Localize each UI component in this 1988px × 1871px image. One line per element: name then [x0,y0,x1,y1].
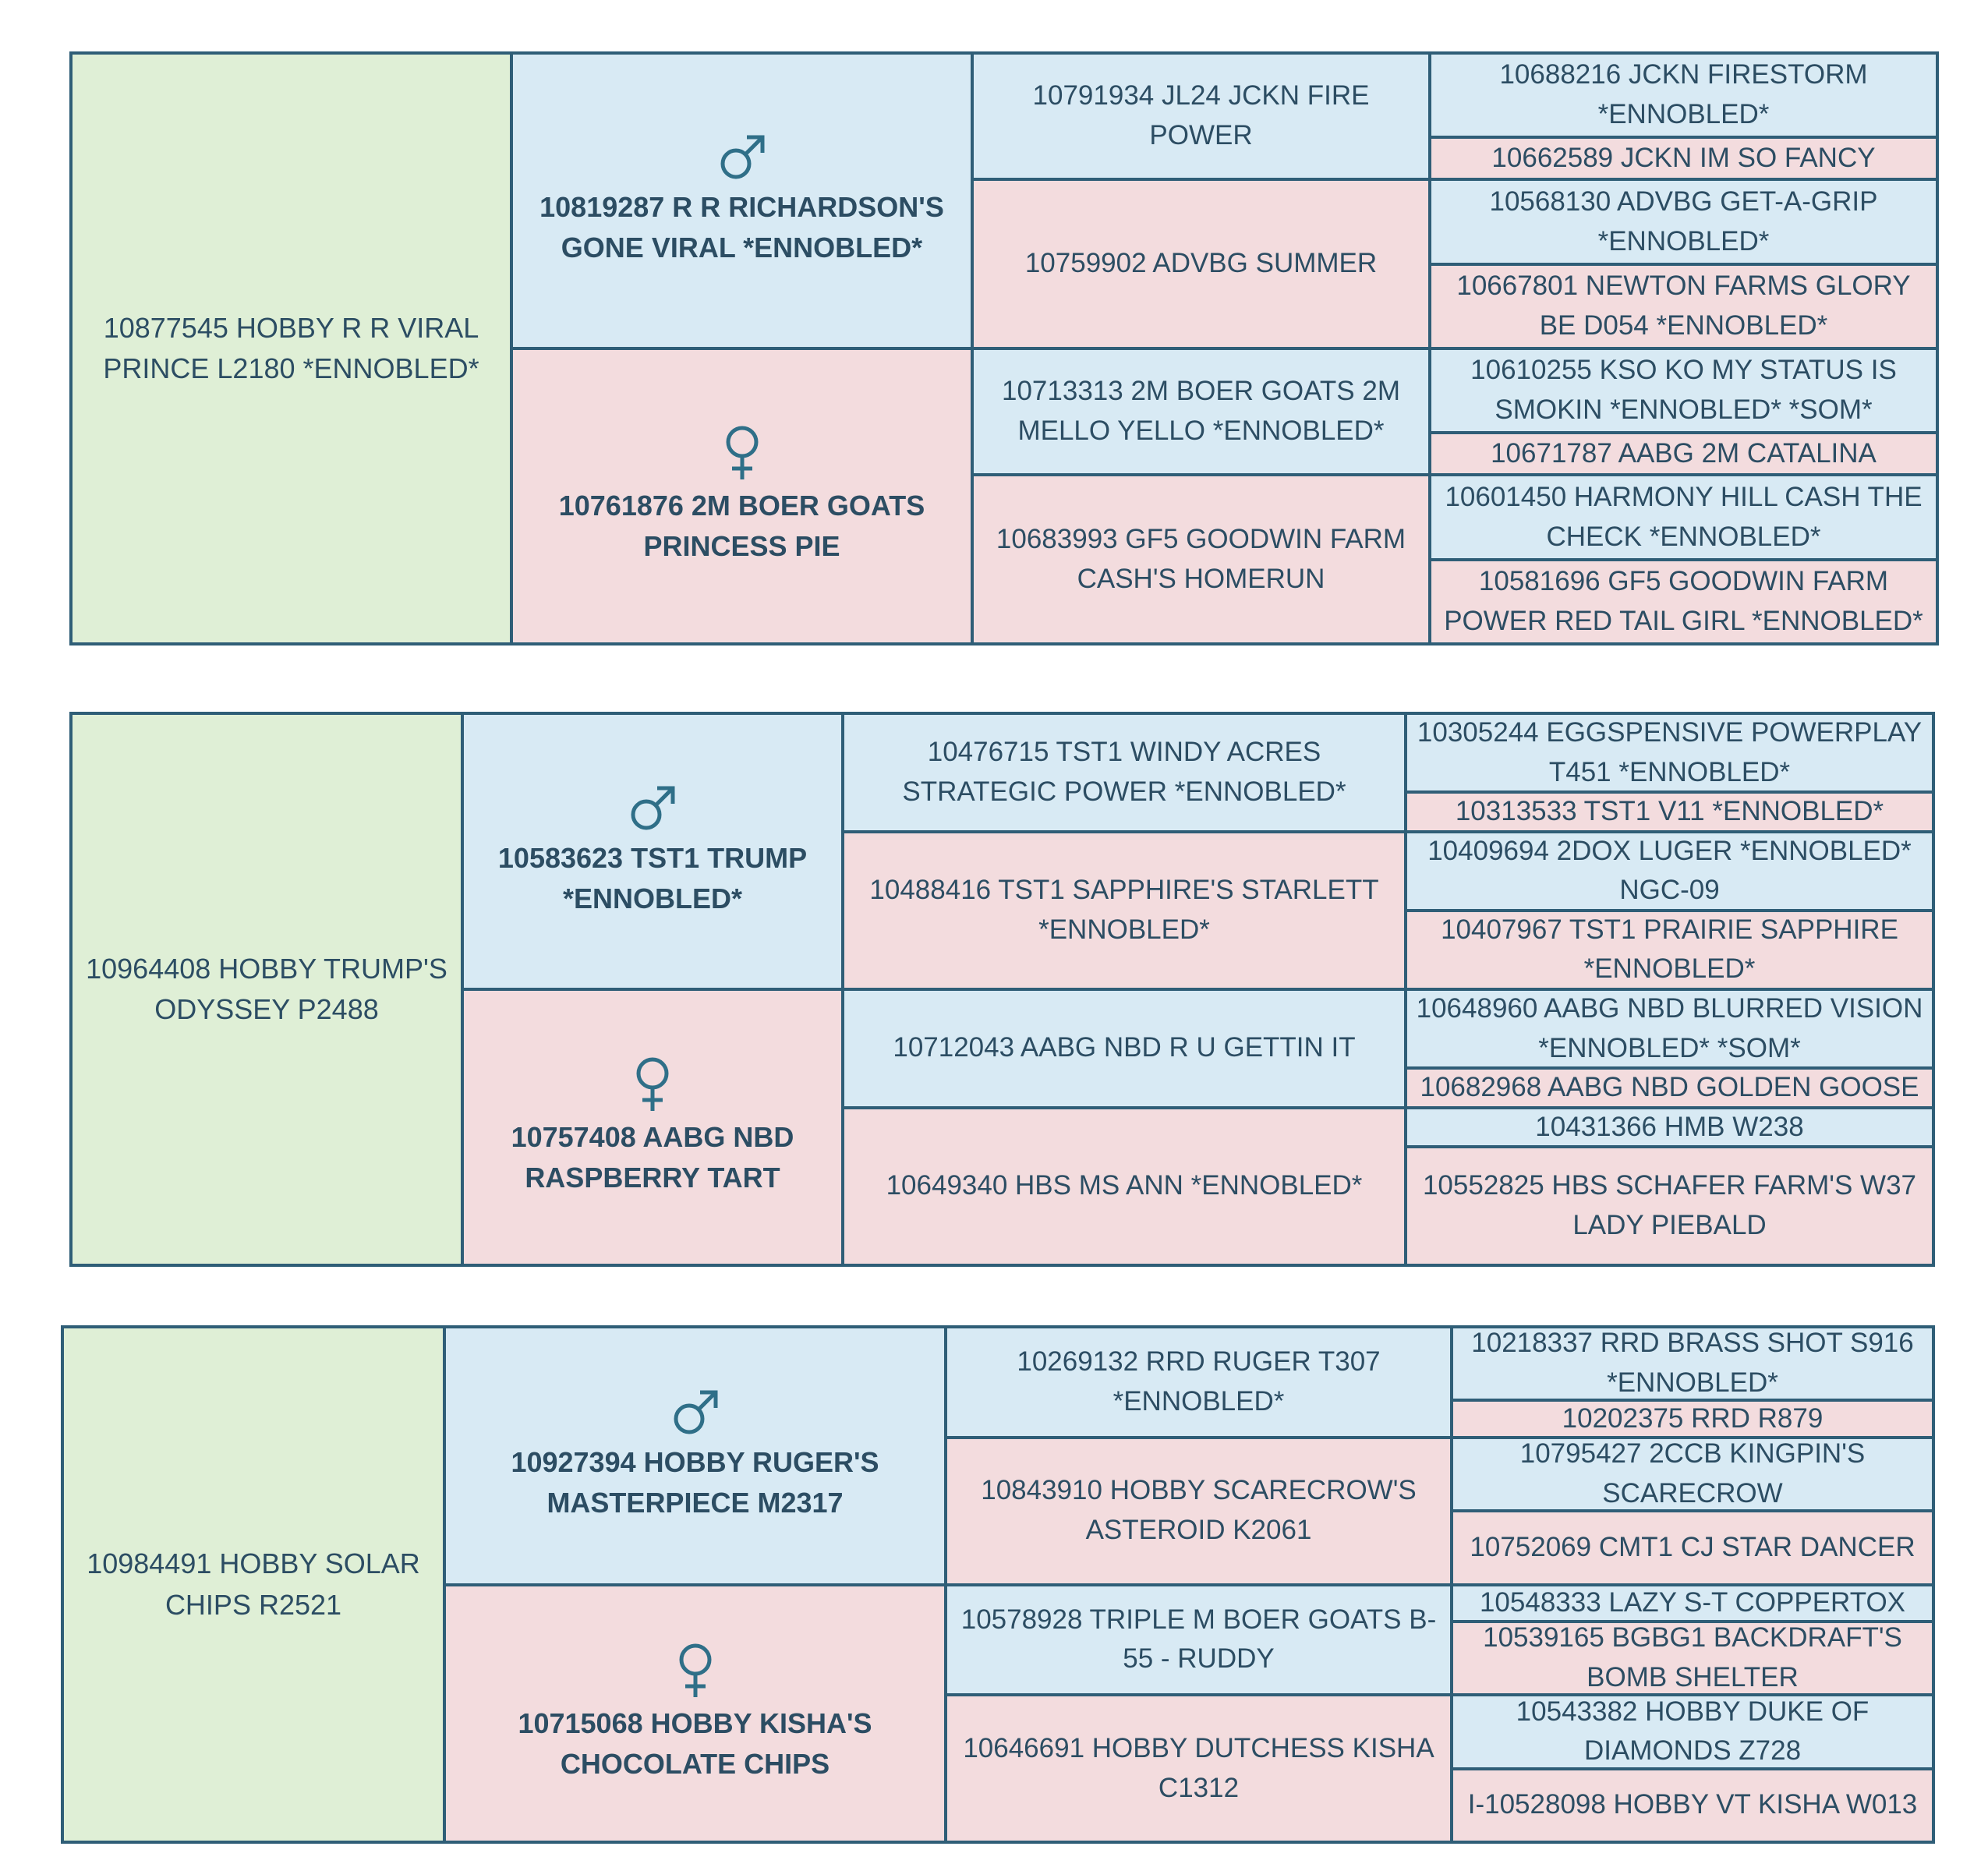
gen3-ancestor: I-10528098 HOBBY VT KISHA W013 [1453,1770,1932,1841]
gen3-ancestor: 10682968 AABG NBD GOLDEN GOOSE [1407,1070,1932,1106]
sire-sire: 10269132 RRD RUGER T307 *ENNOBLED* [947,1328,1450,1436]
gen3-ancestor: 10688216 JCKN FIRESTORM *ENNOBLED* [1431,55,1936,136]
dam-dam: 10646691 HOBBY DUTCHESS KISHA C1312 [947,1696,1450,1841]
sire-name: 10819287 R R RICHARDSON'S GONE VIRAL *EN… [539,191,944,264]
dam-sire: 10712043 AABG NBD R U GETTIN IT [844,991,1404,1106]
gen3-ancestor: 10407967 TST1 PRAIRIE SAPPHIRE *ENNOBLED… [1407,911,1932,988]
dam-dam: 10683993 GF5 GOODWIN FARM CASH'S HOMERUN [974,476,1428,642]
gen3-ancestor: 10552825 HBS SCHAFER FARM'S W37 LADY PIE… [1407,1148,1932,1264]
gen3-ancestor: 10601450 HARMONY HILL CASH THE CHECK *EN… [1431,476,1936,558]
dam-cell: 10715068 HOBBY KISHA'S CHOCOLATE CHIPS [446,1586,944,1841]
female-symbol-icon [676,1643,715,1699]
gen3-ancestor: 10568130 ADVBG GET-A-GRIP *ENNOBLED* [1431,181,1936,263]
gen3-ancestor: 10305244 EGGSPENSIVE POWERPLAY T451 *ENN… [1407,715,1932,791]
male-symbol-icon [670,1388,720,1438]
pedigree-table-1: 10877545 HOBBY R R VIRAL PRINCE L2180 *E… [69,51,1939,645]
sire-name: 10583623 TST1 TRUMP *ENNOBLED* [497,841,808,914]
gen3-ancestor: 10543382 HOBBY DUKE OF DIAMONDS Z728 [1453,1696,1932,1767]
sire-dam: 10843910 HOBBY SCARECROW'S ASTEROID K206… [947,1438,1450,1583]
sire-dam: 10488416 TST1 SAPPHIRE'S STARLETT *ENNOB… [844,833,1404,988]
dam-name: 10715068 HOBBY KISHA'S CHOCOLATE CHIPS [518,1707,872,1780]
gen3-ancestor: 10648960 AABG NBD BLURRED VISION *ENNOBL… [1407,991,1932,1067]
sire-cell: 10819287 R R RICHARDSON'S GONE VIRAL *EN… [513,55,971,347]
pedigree-table-2: 10964408 HOBBY TRUMP'S ODYSSEY P2488 105… [69,712,1935,1267]
sire-sire: 10791934 JL24 JCKN FIRE POWER [974,55,1428,179]
subject-animal: 10877545 HOBBY R R VIRAL PRINCE L2180 *E… [73,55,510,642]
dam-name: 10757408 AABG NBD RASPBERRY TART [511,1120,794,1194]
sire-name: 10927394 HOBBY RUGER'S MASTERPIECE M2317 [511,1446,879,1519]
gen3-ancestor: 10667801 NEWTON FARMS GLORY BE D054 *ENN… [1431,265,1936,347]
dam-cell: 10757408 AABG NBD RASPBERRY TART [464,991,841,1264]
male-symbol-icon [717,133,767,182]
gen3-ancestor: 10218337 RRD BRASS SHOT S916 *ENNOBLED* [1453,1328,1932,1399]
gen3-ancestor: 10662589 JCKN IM SO FANCY [1431,139,1936,179]
dam-dam: 10649340 HBS MS ANN *ENNOBLED* [844,1109,1404,1264]
gen3-ancestor: 10313533 TST1 V11 *ENNOBLED* [1407,794,1932,830]
pedigree-table-3: 10984491 HOBBY SOLAR CHIPS R2521 1092739… [61,1325,1935,1844]
gen3-ancestor: 10431366 HMB W238 [1407,1109,1932,1146]
gen3-ancestor: 10671787 AABG 2M CATALINA [1431,434,1936,474]
sire-sire: 10476715 TST1 WINDY ACRES STRATEGIC POWE… [844,715,1404,830]
sire-dam: 10759902 ADVBG SUMMER [974,181,1428,347]
dam-name: 10761876 2M BOER GOATS PRINCESS PIE [558,490,925,563]
gen3-ancestor: 10548333 LAZY S-T COPPERTOX [1453,1586,1932,1620]
gen3-ancestor: 10409694 2DOX LUGER *ENNOBLED* NGC-09 [1407,833,1932,909]
gen3-ancestor: 10610255 KSO KO MY STATUS IS SMOKIN *ENN… [1431,349,1936,432]
subject-animal: 10984491 HOBBY SOLAR CHIPS R2521 [64,1328,443,1841]
male-symbol-icon [628,783,677,833]
gen3-ancestor: 10202375 RRD R879 [1453,1402,1932,1436]
dam-cell: 10761876 2M BOER GOATS PRINCESS PIE [513,349,971,642]
dam-sire: 10578928 TRIPLE M BOER GOATS B-55 - RUDD… [947,1586,1450,1694]
gen3-ancestor: 10795427 2CCB KINGPIN'S SCARECROW [1453,1438,1932,1510]
subject-animal: 10964408 HOBBY TRUMP'S ODYSSEY P2488 [73,715,461,1264]
female-symbol-icon [723,425,762,481]
sire-cell: 10583623 TST1 TRUMP *ENNOBLED* [464,715,841,988]
female-symbol-icon [633,1056,672,1112]
gen3-ancestor: 10581696 GF5 GOODWIN FARM POWER RED TAIL… [1431,561,1936,642]
gen3-ancestor: 10752069 CMT1 CJ STAR DANCER [1453,1512,1932,1583]
sire-cell: 10927394 HOBBY RUGER'S MASTERPIECE M2317 [446,1328,944,1583]
gen3-ancestor: 10539165 BGBG1 BACKDRAFT'S BOMB SHELTER [1453,1622,1932,1694]
dam-sire: 10713313 2M BOER GOATS 2M MELLO YELLO *E… [974,349,1428,474]
